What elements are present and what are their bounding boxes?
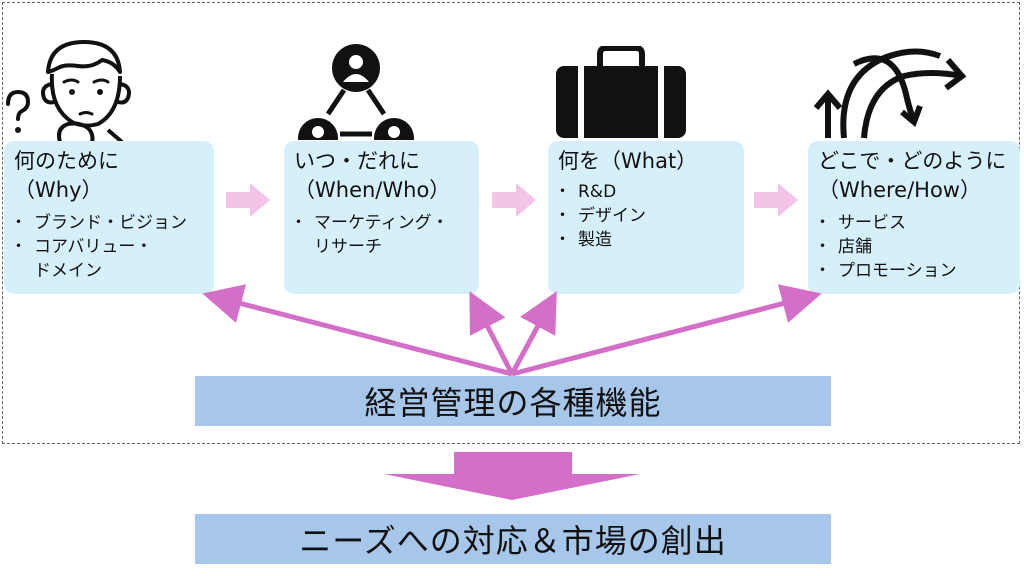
list-item: プロモーション (814, 259, 1012, 283)
list-item: サービス (814, 211, 1012, 235)
arrow-to-what (509, 291, 557, 376)
box-subtitle: （When/Who） (294, 178, 451, 202)
box-item-list: R&D デザイン 製造 (554, 180, 736, 252)
list-item-continuation: リサーチ (314, 237, 382, 257)
box-subtitle: （Where/How） (818, 178, 981, 202)
list-item: コアバリュー・ (10, 235, 206, 259)
management-functions-banner: 経営管理の各種機能 (195, 376, 831, 426)
people-network-icon (298, 44, 414, 140)
box-where-how: どこで・どのように （Where/How） サービス 店舗 プロモーション (808, 141, 1020, 294)
box-why: 何のために （Why） ブランド・ビジョン コアバリュー・ ドメイン (4, 141, 214, 294)
box-item-list: ブランド・ビジョン コアバリュー・ ドメイン (10, 211, 206, 283)
right-arrow-icon (754, 183, 798, 217)
banner-text: ニーズへの対応＆市場の創出 (299, 522, 727, 560)
box-subtitle: （Why） (14, 178, 103, 202)
market-creation-banner: ニーズへの対応＆市場の創出 (195, 514, 831, 564)
box-title: いつ・だれに (294, 149, 420, 173)
list-item-continuation: ドメイン (34, 261, 102, 281)
list-item: マーケティング・ (290, 211, 471, 235)
box-title: 何のために (14, 149, 119, 173)
arrow-to-where-how (511, 284, 822, 377)
down-arrow-icon (384, 452, 640, 500)
box-title: どこで・どのように (818, 149, 1007, 173)
box-title: 何を（What） (558, 149, 698, 173)
briefcase-icon (556, 46, 686, 138)
arrow-to-when-who (469, 291, 515, 376)
box-when-who: いつ・だれに （When/Who） マーケティング・ リサーチ (284, 141, 479, 294)
thinking-person-icon (6, 40, 131, 142)
direction-arrows-icon (814, 48, 967, 139)
banner-text: 経営管理の各種機能 (364, 384, 662, 422)
box-item-list: サービス 店舗 プロモーション (814, 211, 1012, 283)
right-arrow-icon (492, 183, 536, 217)
list-item: 店舗 (814, 235, 1012, 259)
arrow-to-why (202, 284, 513, 377)
list-item: R&D (554, 180, 736, 204)
right-arrow-icon (226, 183, 270, 217)
list-item: デザイン (554, 204, 736, 228)
box-what: 何を（What） R&D デザイン 製造 (548, 141, 744, 294)
list-item: 製造 (554, 228, 736, 252)
box-item-list: マーケティング・ リサーチ (290, 211, 471, 259)
list-item: ブランド・ビジョン (10, 211, 206, 235)
